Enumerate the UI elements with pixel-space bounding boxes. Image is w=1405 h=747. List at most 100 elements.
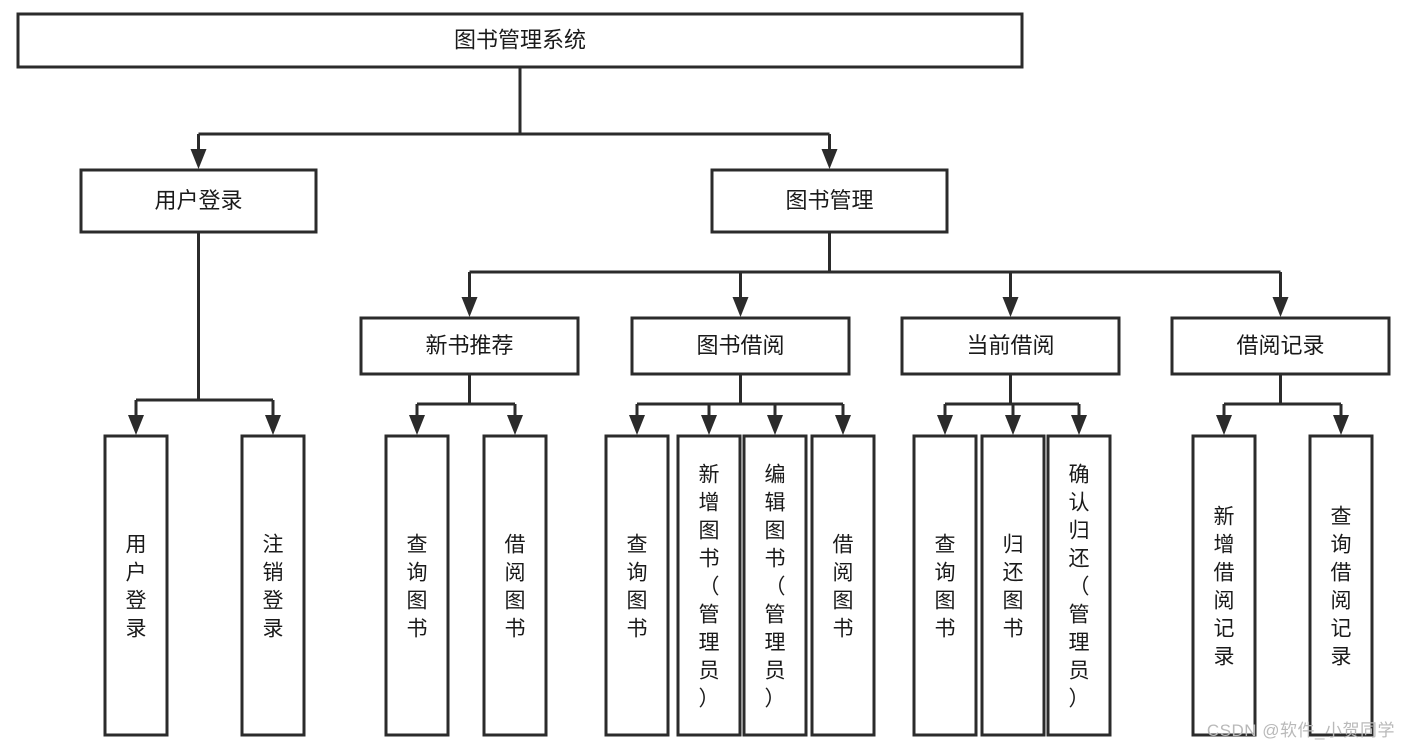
arrow-head-icon <box>1216 415 1232 435</box>
arrow-head-icon <box>1272 297 1289 317</box>
node-label-char: 归 <box>1069 520 1090 543</box>
node-label: 图书管理系统 <box>454 27 586 52</box>
node-l2-图书借阅[interactable]: 图书借阅 <box>630 316 851 376</box>
node-label-char: 查 <box>1331 506 1352 529</box>
node-label: 当前借阅 <box>966 333 1054 358</box>
node-label-char: 查 <box>407 534 428 557</box>
node-l1-图书管理[interactable]: 图书管理 <box>710 168 949 234</box>
arrow-head-icon <box>1071 415 1087 435</box>
node-label-char: 阅 <box>1331 590 1352 613</box>
node-l2-当前借阅[interactable]: 当前借阅 <box>900 316 1121 376</box>
arrow-head-icon <box>1002 297 1019 317</box>
node-label-char: ） <box>699 688 720 711</box>
node-label-char: 认 <box>1069 492 1090 515</box>
node-label-char: （ <box>1069 576 1090 599</box>
node-leaf-0-用户登录[interactable]: 用户登录 <box>103 434 169 737</box>
node-box-outline <box>710 168 949 234</box>
node-label-char: 图 <box>627 590 648 613</box>
node-box-outline <box>1170 316 1391 376</box>
arrow-head-icon <box>1005 415 1021 435</box>
node-label-char: 查 <box>627 534 648 557</box>
node-box-outline <box>742 434 808 737</box>
node-label-char: 销 <box>263 562 284 585</box>
node-label-char: 书 <box>1003 618 1024 641</box>
node-label: 借阅记录 <box>1236 333 1324 358</box>
node-label-char: 管 <box>1069 604 1090 627</box>
node-label-char: 记 <box>1214 618 1235 641</box>
node-l2-新书推荐[interactable]: 新书推荐 <box>359 316 580 376</box>
arrow-head-icon <box>937 415 953 435</box>
node-box-outline <box>240 434 306 737</box>
node-label-char: 阅 <box>505 562 526 585</box>
node-label: 用户登录 <box>154 188 242 213</box>
node-box-outline <box>900 316 1121 376</box>
arrow-head-icon <box>265 415 281 435</box>
node-l2-借阅记录[interactable]: 借阅记录 <box>1170 316 1391 376</box>
node-label-char: 录 <box>1331 646 1352 669</box>
node-label-char: （ <box>765 576 786 599</box>
node-label-char: 理 <box>699 632 720 655</box>
csdn-watermark: CSDN @软件_小贺同学 <box>1206 721 1395 740</box>
node-box-outline <box>604 434 670 737</box>
node-box-outline <box>103 434 169 737</box>
node-label-char: 书 <box>627 618 648 641</box>
node-label-char: 新 <box>699 464 720 487</box>
node-label-char: 书 <box>407 618 428 641</box>
node-label-char: ） <box>1069 688 1090 711</box>
node-label-char: 借 <box>505 534 526 557</box>
node-root-图书管理系统[interactable]: 图书管理系统 <box>16 12 1024 69</box>
node-label-char: 图 <box>765 520 786 543</box>
arrow-head-icon <box>835 415 851 435</box>
node-box-outline <box>676 434 742 737</box>
node-box-outline <box>16 12 1024 69</box>
node-label-char: 录 <box>126 618 147 641</box>
node-label-char: 员 <box>1069 660 1090 683</box>
node-label-char: 还 <box>1069 548 1090 571</box>
node-label: 图书借阅 <box>696 333 784 358</box>
node-box-outline <box>980 434 1046 737</box>
node-label-char: 询 <box>627 562 648 585</box>
node-l1-用户登录[interactable]: 用户登录 <box>79 168 318 234</box>
node-label-char: 归 <box>1003 534 1024 557</box>
node-label-char: 编 <box>765 464 786 487</box>
arrow-head-icon <box>701 415 717 435</box>
node-label-char: 询 <box>1331 534 1352 557</box>
node-box-outline <box>482 434 548 737</box>
arrow-head-icon <box>767 415 783 435</box>
arrow-head-icon <box>461 297 478 317</box>
node-label-char: 询 <box>935 562 956 585</box>
node-label: 图书管理 <box>785 188 873 213</box>
node-label-char: 查 <box>935 534 956 557</box>
node-box-outline <box>912 434 978 737</box>
node-label-char: 员 <box>765 660 786 683</box>
node-label-char: 记 <box>1331 618 1352 641</box>
arrow-head-icon <box>732 297 749 317</box>
node-layer: 图书管理系统用户登录图书管理新书推荐图书借阅当前借阅借阅记录用户登录注销登录查询… <box>16 12 1391 737</box>
node-label: 新书推荐 <box>425 333 513 358</box>
node-box-outline <box>359 316 580 376</box>
node-label-char: 理 <box>1069 632 1090 655</box>
node-label-char: 管 <box>699 604 720 627</box>
node-label-char: 登 <box>263 590 284 613</box>
arrow-head-icon <box>190 149 207 169</box>
node-box-outline <box>1046 434 1112 737</box>
node-label-char: 借 <box>1214 562 1235 585</box>
node-label-char: 管 <box>765 604 786 627</box>
node-label-char: 增 <box>1214 534 1235 557</box>
node-label-char: ） <box>765 688 786 711</box>
node-label-char: 增 <box>699 492 720 515</box>
node-label-char: 录 <box>263 618 284 641</box>
